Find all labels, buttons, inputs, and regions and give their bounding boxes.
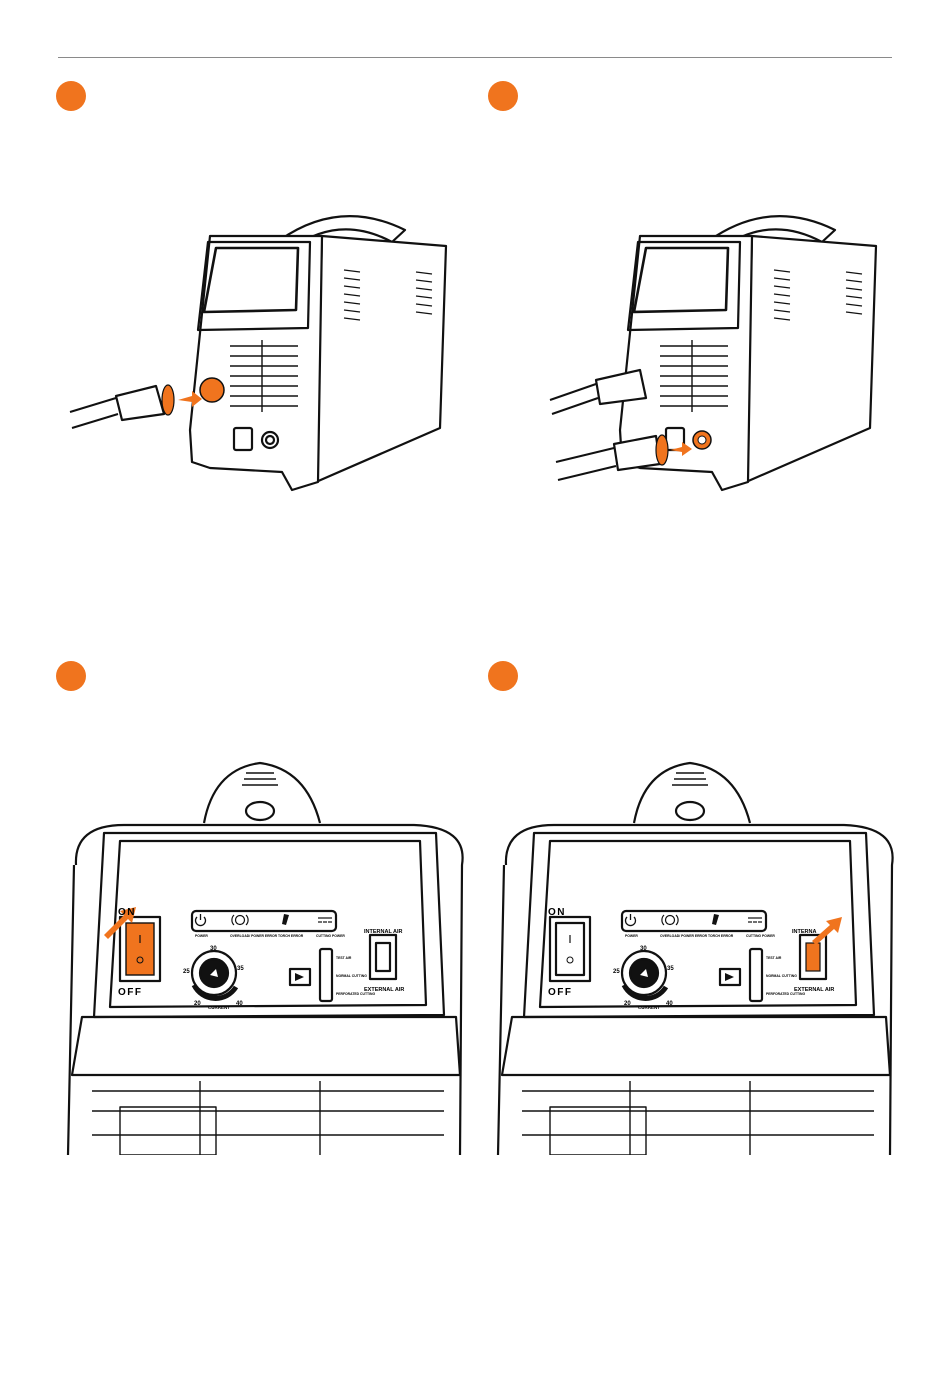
mode-test-air: TEST AIR	[766, 956, 782, 960]
power-icon	[624, 914, 637, 927]
header-rule	[58, 57, 892, 58]
dial-tick-35: 35	[237, 966, 244, 972]
switch-off-label: OFF	[118, 987, 143, 998]
control-panel-power-switch: ON OFF POWER OVERLOAD/ POWER ERROR TORCH…	[66, 761, 464, 1155]
dial-tick-30: 30	[210, 946, 217, 952]
step-marker-2	[488, 81, 518, 111]
torch-icon	[282, 914, 289, 925]
air-internal-label: INTERNAL AIR	[364, 929, 403, 935]
indicator-overload-label: OVERLOAD/ POWER ERROR	[230, 934, 278, 938]
step-marker-4	[488, 661, 518, 691]
indicator-cutting-label: CUTTING POWER	[316, 934, 345, 938]
switch-on-label: ON	[118, 907, 136, 918]
indicator-power-label: POWER	[625, 934, 638, 938]
indicator-power-label: POWER	[195, 934, 208, 938]
overload-icon	[661, 914, 679, 926]
dial-tick-30: 30	[640, 946, 647, 952]
indicator-torch-label: TORCH ERROR	[278, 934, 304, 938]
machine-illustration-torch	[69, 215, 448, 492]
machine-illustration-ground	[549, 215, 878, 492]
indicator-torch-label: TORCH ERROR	[708, 934, 734, 938]
air-internal-label: INTERNA	[792, 929, 816, 935]
dial-tick-20: 20	[194, 1001, 201, 1007]
power-icon	[194, 914, 207, 927]
switch-on-label: ON	[548, 907, 566, 918]
dial-tick-35: 35	[667, 966, 674, 972]
control-panel-air-switch: ON OFF POWER OVERLOAD/ POWER ERROR TORCH…	[496, 761, 894, 1155]
mode-perforated-cutting: PERFORATED CUTTING	[766, 992, 805, 996]
mode-normal-cutting: NORMAL CUTTING	[336, 974, 367, 978]
indicator-cutting-label: CUTTING POWER	[746, 934, 775, 938]
dial-tick-25: 25	[613, 969, 620, 975]
dial-tick-25: 25	[183, 969, 190, 975]
indicator-overload-label: OVERLOAD/ POWER ERROR	[660, 934, 708, 938]
step-marker-3	[56, 661, 86, 691]
dc-icon	[748, 917, 762, 923]
dc-icon	[318, 917, 332, 923]
step-marker-1	[56, 81, 86, 111]
air-external-label: EXTERNAL AIR	[364, 987, 404, 993]
torch-icon	[712, 914, 719, 925]
dial-tick-20: 20	[624, 1001, 631, 1007]
mode-test-air: TEST AIR	[336, 956, 352, 960]
switch-off-label: OFF	[548, 987, 573, 998]
dial-tick-40: 40	[236, 1001, 243, 1007]
dial-tick-40: 40	[666, 1001, 673, 1007]
mode-perforated-cutting: PERFORATED CUTTING	[336, 992, 375, 996]
dial-label: CURRENT	[208, 1005, 230, 1010]
overload-icon	[231, 914, 249, 926]
mode-normal-cutting: NORMAL CUTTING	[766, 974, 797, 978]
dial-label: CURRENT	[638, 1005, 660, 1010]
air-external-label: EXTERNAL AIR	[794, 987, 834, 993]
